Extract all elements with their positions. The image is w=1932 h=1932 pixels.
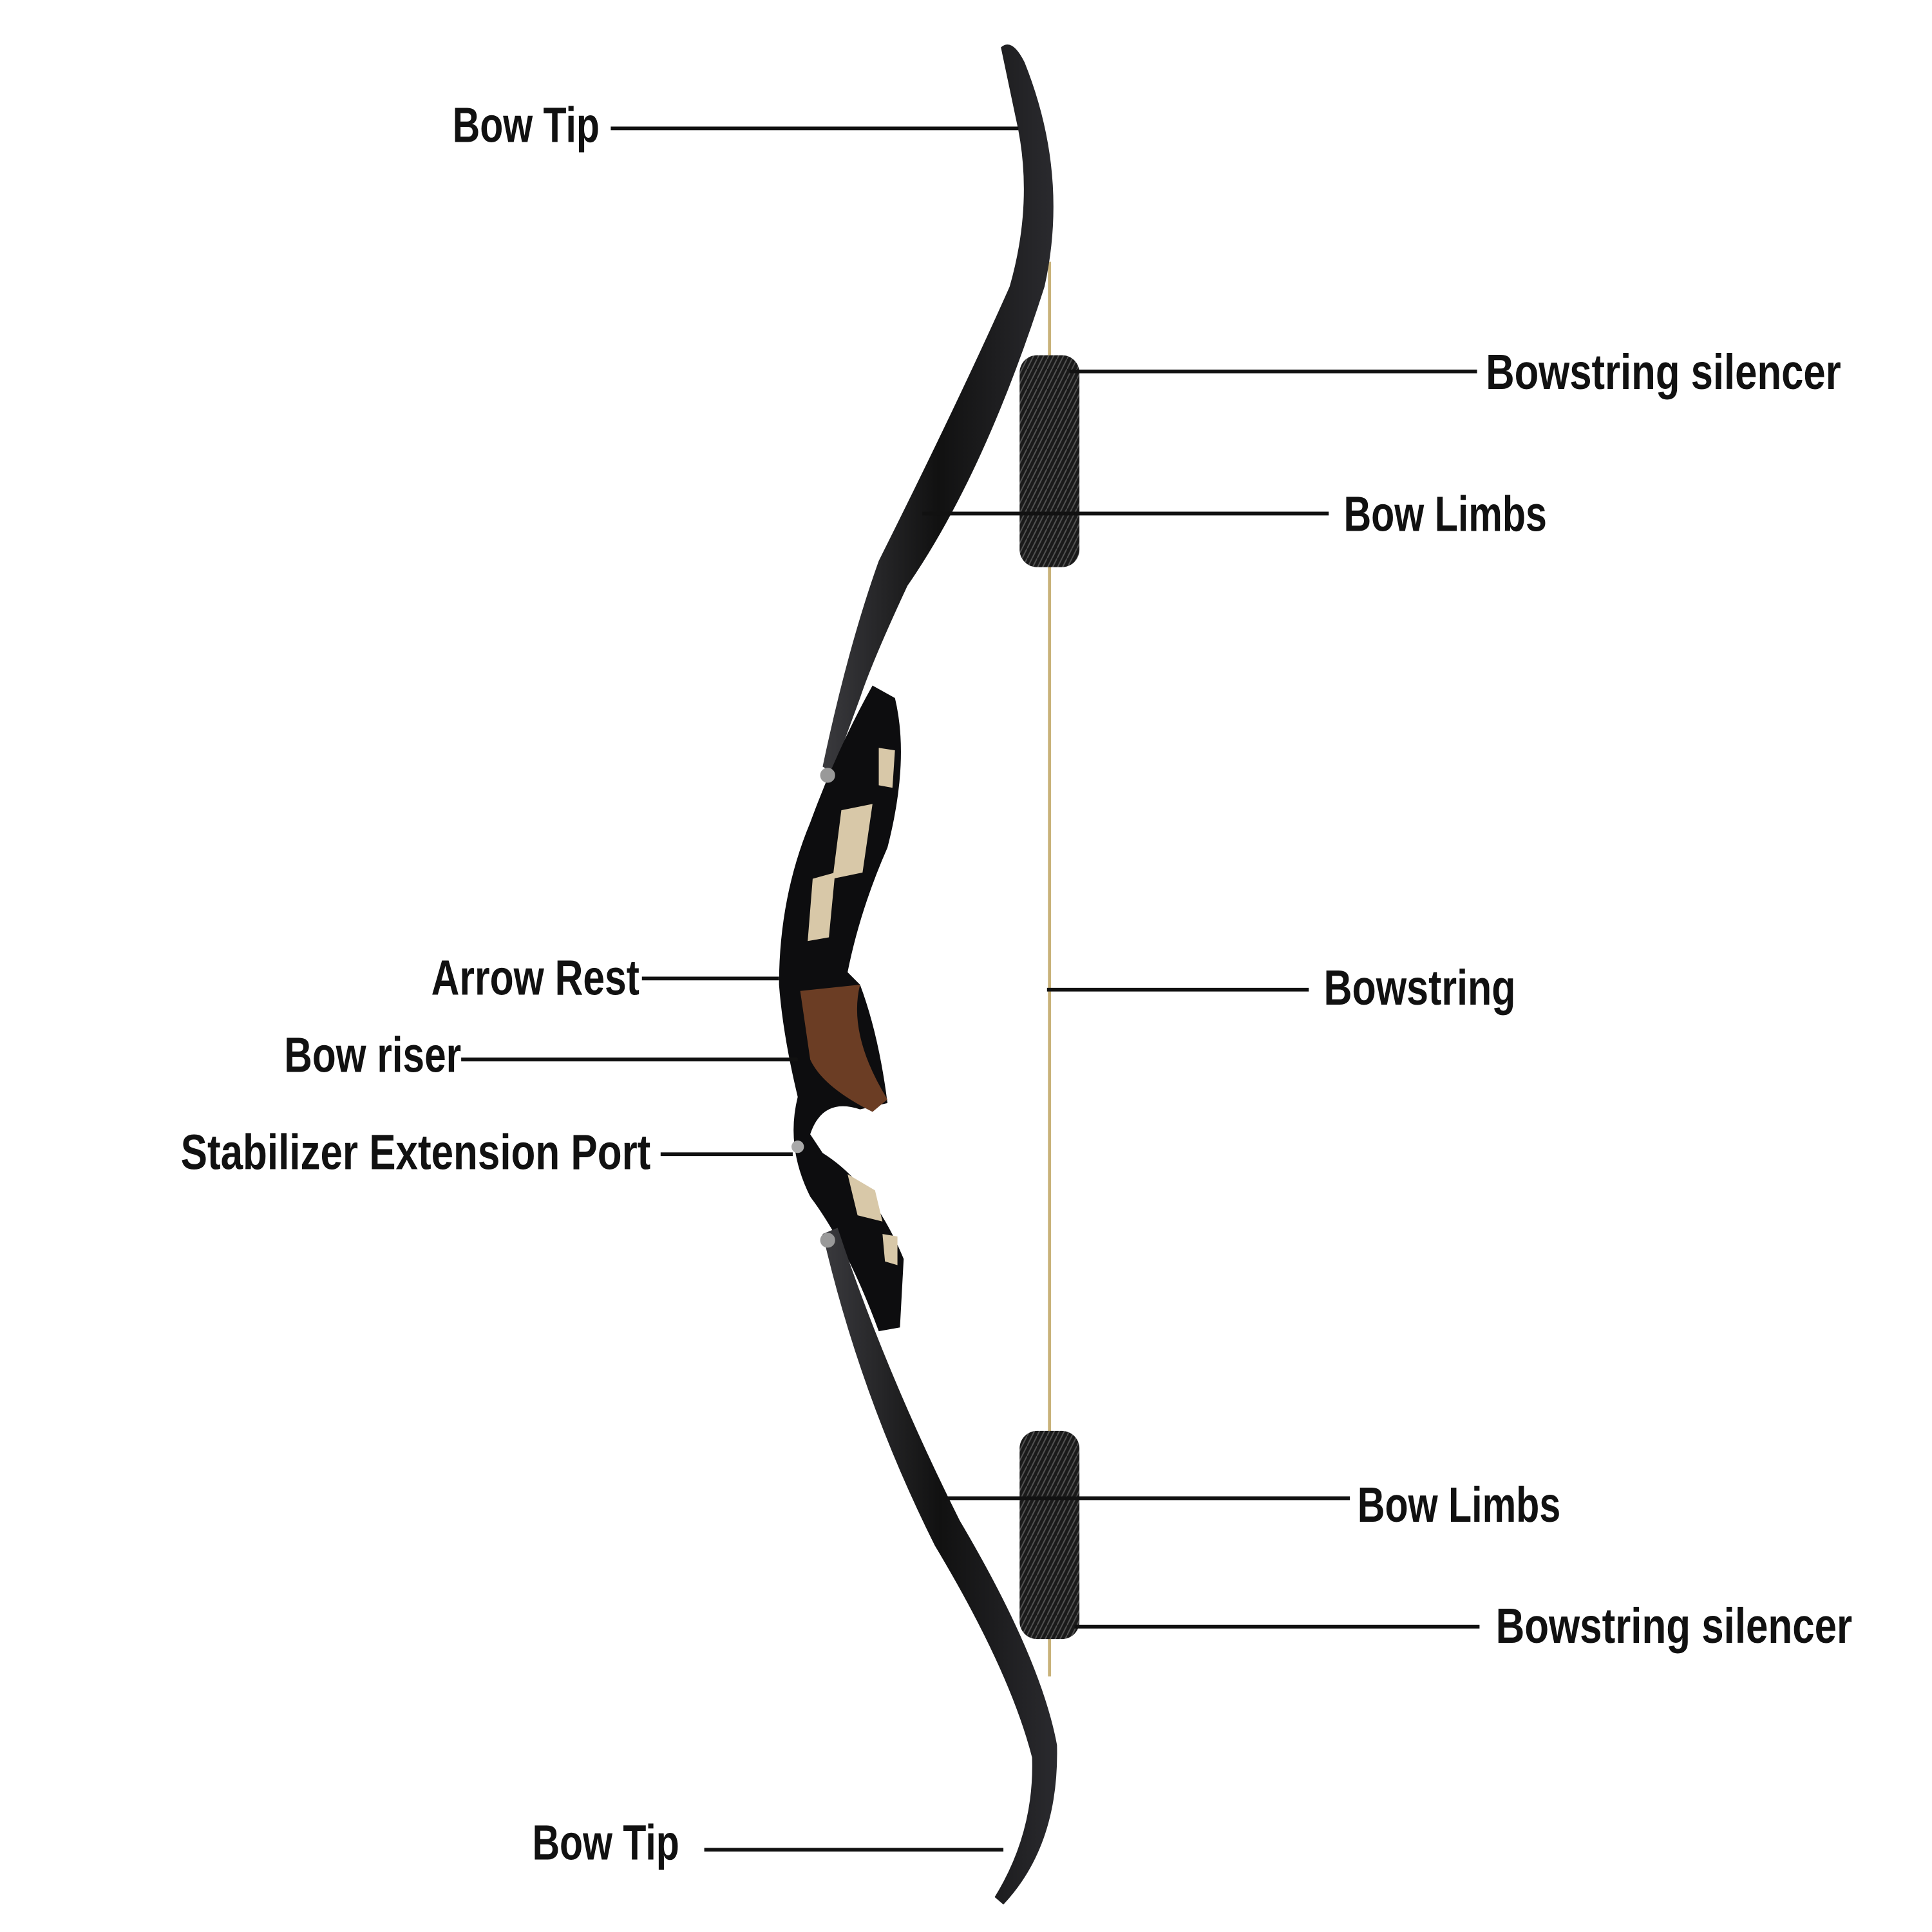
bowstring-silencer-bottom — [1019, 1430, 1080, 1640]
wood-grip — [800, 985, 888, 1112]
label-arrow-rest: Arrow Rest — [431, 951, 639, 1006]
bowstring-silencer-top — [1019, 355, 1080, 567]
riser-cutout — [878, 748, 895, 788]
label-bow-riser: Bow riser — [284, 1028, 461, 1083]
label-silencer-bottom: Bowstring silencer — [1496, 1598, 1853, 1654]
upper-limb — [822, 44, 1054, 773]
limb-bolt — [820, 1233, 835, 1248]
label-limbs-top: Bow Limbs — [1343, 487, 1546, 542]
lower-limb — [822, 1227, 1057, 1905]
riser-cutout — [848, 1174, 883, 1222]
label-stabilizer-port: Stabilizer Extension Port — [181, 1124, 651, 1180]
riser-cutout — [832, 804, 873, 879]
label-limbs-bottom: Bow Limbs — [1358, 1477, 1560, 1533]
label-bowstring: Bowstring — [1323, 960, 1515, 1016]
stabilizer-port — [791, 1140, 804, 1153]
riser-cutout — [808, 872, 835, 942]
limb-bolt — [820, 768, 835, 783]
label-bow-tip-top: Bow Tip — [453, 98, 600, 153]
label-bow-tip-bottom: Bow Tip — [532, 1815, 679, 1871]
label-silencer-top: Bowstring silencer — [1486, 345, 1841, 400]
riser-cutout — [882, 1234, 898, 1265]
